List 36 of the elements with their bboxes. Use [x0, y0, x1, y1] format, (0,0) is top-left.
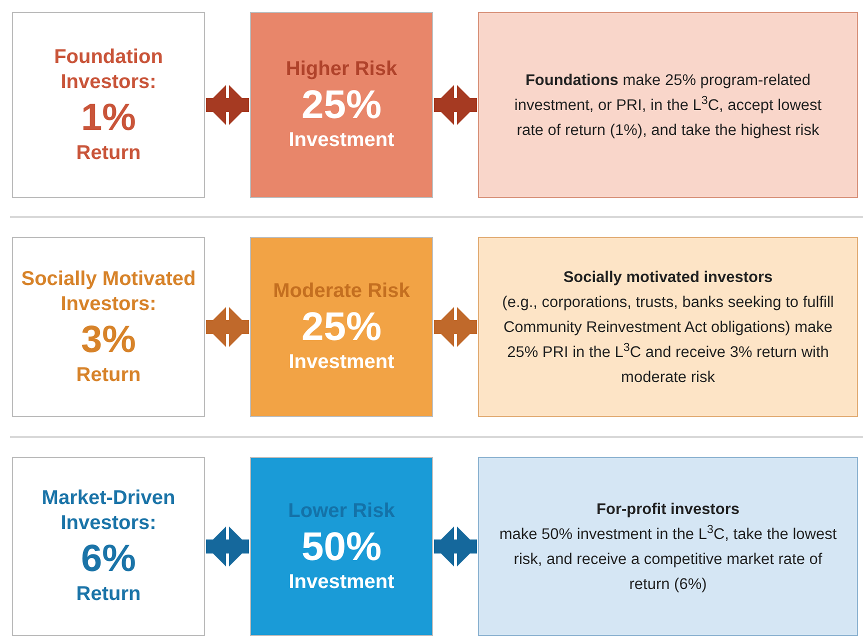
return-rate: 6% — [81, 537, 136, 582]
description-box — [478, 457, 858, 636]
double-arrow — [434, 85, 477, 125]
description-text: make 50% investment in the L$^{3}$C, take the lowest risk, and receive a competitive market rate of return (6%) — [499, 522, 837, 594]
investor-label: Foundation Investors: — [53, 44, 164, 94]
double-arrow — [434, 307, 477, 347]
investment-share: 50% — [301, 524, 382, 570]
risk-box — [250, 12, 433, 198]
description-text: (e.g., corporations, trusts, banks seeking to fulfill Community Reinvestment Act obligations) make 25% PRI in the L$^{3}$C and receive 3% return with moderate risk — [501, 292, 835, 388]
investor-box — [12, 12, 205, 198]
double-arrow — [434, 526, 477, 566]
investor-label: Socially Motivated Investors: — [20, 266, 197, 316]
return-rate: 3% — [81, 318, 136, 362]
investment-label: Investment — [288, 128, 394, 153]
description-box — [478, 12, 858, 198]
description-heading: For-profit investors — [596, 500, 740, 520]
investor-box — [12, 237, 205, 417]
investment-share: 25% — [301, 304, 382, 350]
investor-label: Market-Driven Investors: — [40, 486, 176, 536]
investment-share: 25% — [301, 82, 382, 128]
description-heading: Socially motivated investors — [563, 268, 773, 288]
investment-label: Investment — [288, 350, 394, 375]
double-arrow — [206, 85, 249, 125]
return-label: Return — [76, 140, 141, 166]
risk-label: Higher Risk — [286, 57, 398, 82]
return-label: Return — [76, 362, 141, 388]
double-arrow — [206, 307, 249, 347]
return-label: Return — [76, 582, 141, 607]
risk-box — [250, 237, 433, 417]
investor-box — [12, 457, 205, 636]
investment-label: Investment — [288, 570, 394, 594]
return-rate: 1% — [81, 96, 136, 140]
description-box — [478, 237, 858, 417]
description-text: Foundations make 25% program-related investment, or PRI, in the L$^{3}$C, accept lowest rate of return (1%), and take the highest risk — [513, 70, 823, 140]
risk-box — [250, 457, 433, 636]
double-arrow — [206, 526, 249, 566]
